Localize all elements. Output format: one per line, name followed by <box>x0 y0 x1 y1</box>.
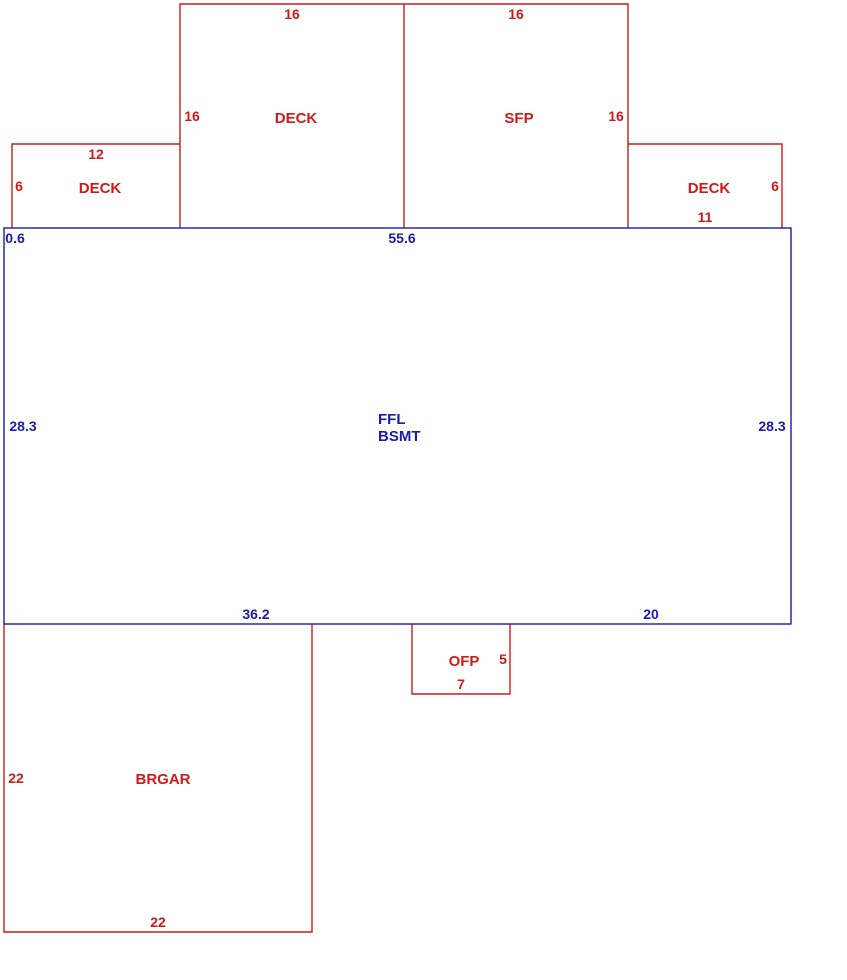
main-dim-top: 55.6 <box>388 230 415 246</box>
sfp-label: SFP <box>504 110 533 127</box>
sfp-dim-top: 16 <box>508 6 524 22</box>
deck-right-dim-right: 6 <box>771 178 779 194</box>
deck-center-outline <box>179 3 405 228</box>
deck-left-label: DECK <box>79 180 122 197</box>
deck-right-area: DECK 11 6 <box>628 143 783 228</box>
garage-label: BRGAR <box>136 771 191 788</box>
garage-outline <box>3 624 313 933</box>
ofp-dim-right: 5 <box>499 651 507 667</box>
main-label-line2: BSMT <box>378 428 421 445</box>
deck-right-dim-bottom: 11 <box>698 209 713 225</box>
sfp-dim-right: 16 <box>608 108 624 124</box>
garage-area: BRGAR 22 22 <box>3 624 313 933</box>
deck-left-dim-left: 6 <box>15 178 23 194</box>
main-dim-bottom-right: 20 <box>643 606 659 622</box>
main-outline <box>3 227 792 625</box>
main-dim-left: 28.3 <box>9 418 36 434</box>
deck-right-label: DECK <box>688 180 731 197</box>
deck-left-outline <box>11 143 180 228</box>
ofp-area: OFP 5 7 <box>411 624 511 695</box>
main-dim-bottom-left: 36.2 <box>242 606 269 622</box>
ofp-outline <box>411 624 511 695</box>
garage-dim-left: 22 <box>8 770 24 786</box>
deck-center-dim-left: 16 <box>184 108 200 124</box>
sfp-outline <box>404 3 629 228</box>
main-area: FFL BSMT 0.6 55.6 28.3 28.3 36.2 20 <box>3 227 792 625</box>
ofp-dim-bottom: 7 <box>457 676 465 692</box>
deck-center-area: DECK 16 16 <box>179 3 405 228</box>
main-dim-right: 28.3 <box>758 418 785 434</box>
deck-center-label: DECK <box>275 110 318 127</box>
garage-dim-bottom: 22 <box>150 914 166 930</box>
deck-right-outline <box>628 143 783 228</box>
deck-left-area: DECK 12 6 <box>11 143 180 228</box>
main-label-line1: FFL <box>378 411 406 428</box>
deck-center-dim-top: 16 <box>284 6 300 22</box>
main-dim-top-left-fragment: 0.6 <box>5 230 25 246</box>
sfp-area: SFP 16 16 <box>404 3 629 228</box>
ofp-label: OFP <box>449 653 480 670</box>
deck-left-dim-top: 12 <box>88 146 104 162</box>
